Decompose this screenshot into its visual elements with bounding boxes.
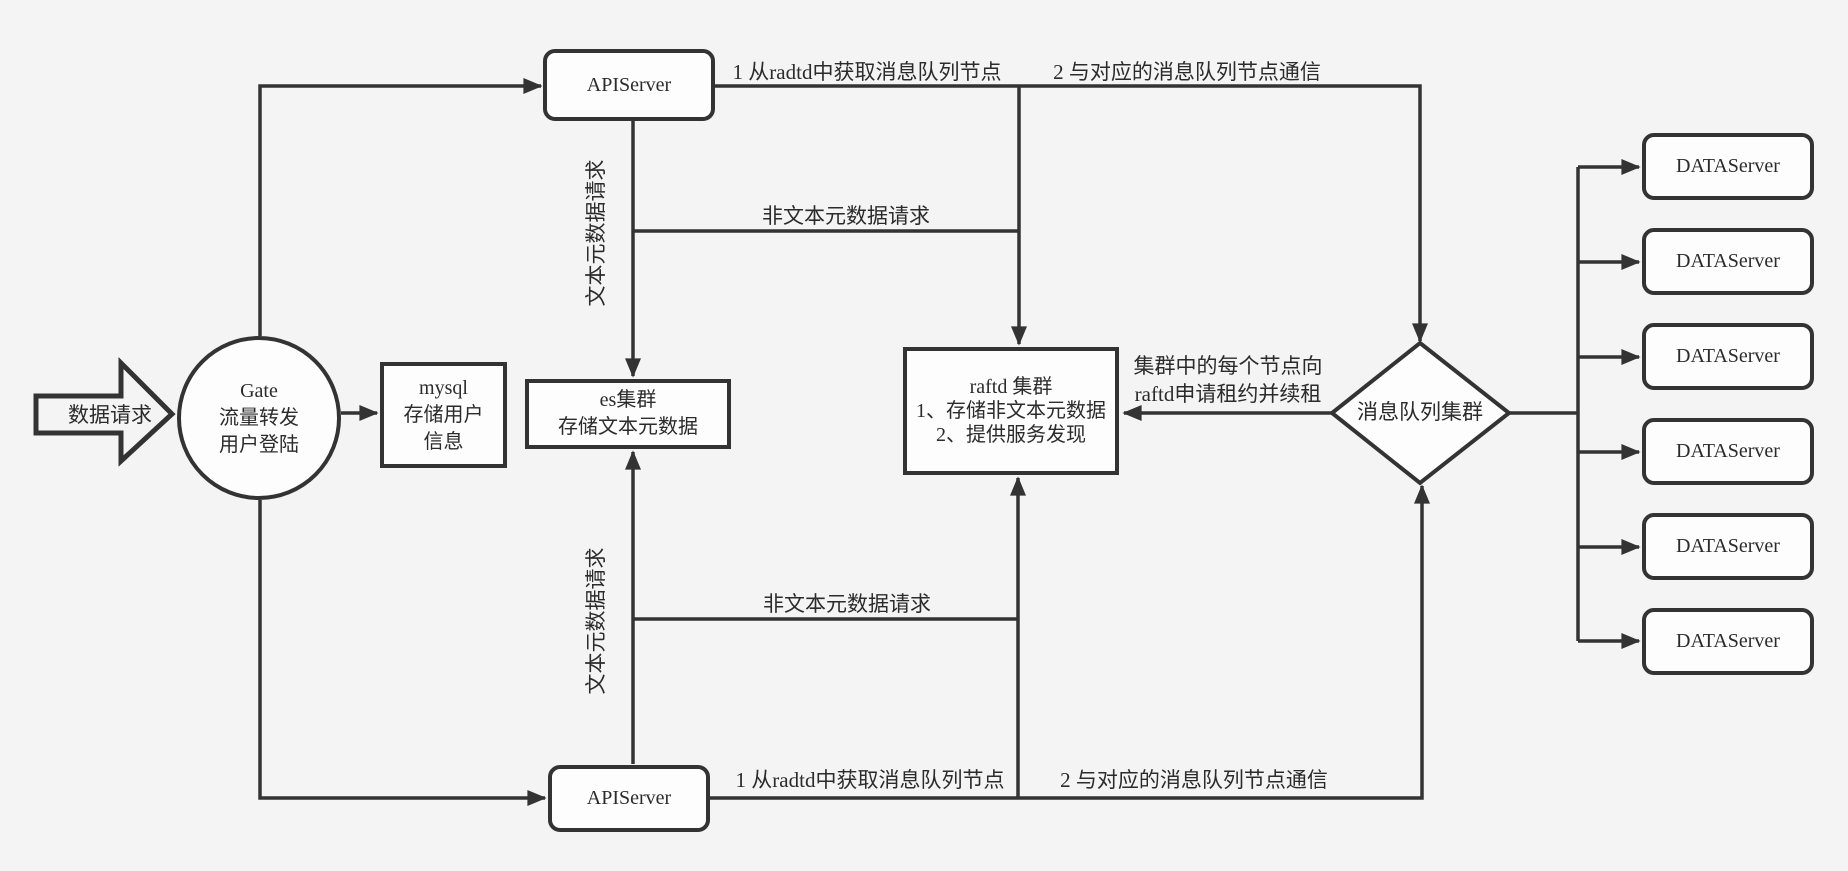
edge-label-bottom-nontext-meta: 非文本元数据请求 [763, 592, 931, 616]
mq-cluster-label: 消息队列集群 [1357, 400, 1483, 424]
request-arrow-shape [33, 356, 176, 467]
dataserver-label: DATAServer [1676, 440, 1780, 462]
edge-label-bottom-communicate: 2 与对应的消息队列节点通信 [1060, 768, 1328, 792]
dataserver-label: DATAServer [1676, 155, 1780, 177]
apiserver-top-label: APIServer [586, 73, 672, 96]
edge-label-top-communicate: 2 与对应的消息队列节点通信 [1053, 60, 1321, 84]
gate-line2: 流量转发 [219, 406, 299, 429]
apiserver-top-node: APIServer [543, 49, 715, 121]
dataserver-node-5: DATAServer [1642, 513, 1814, 580]
dataserver-node-6: DATAServer [1642, 608, 1814, 675]
es-title: es集群 [599, 389, 657, 411]
raftd-cluster-node: raftd 集群 1、存储非文本元数据 2、提供服务发现 [903, 347, 1119, 475]
edge-label-lease-line2: raftd申请租约并续租 [1134, 382, 1322, 406]
dataserver-label: DATAServer [1676, 345, 1780, 367]
mq-cluster-diamond [1328, 340, 1513, 486]
es-cluster-node: es集群 存储文本元数据 [525, 379, 731, 449]
dataserver-node-1: DATAServer [1642, 133, 1814, 200]
dataserver-node-3: DATAServer [1642, 323, 1814, 390]
edge-label-top-text-meta: 文本元数据请求 [584, 159, 608, 307]
apiserver-bottom-node: APIServer [548, 765, 710, 832]
dataserver-label: DATAServer [1676, 630, 1780, 652]
dataserver-node-4: DATAServer [1642, 418, 1814, 485]
apiserver-bottom-label: APIServer [586, 787, 672, 809]
dataserver-label: DATAServer [1676, 250, 1780, 272]
dataserver-node-2: DATAServer [1642, 228, 1814, 295]
es-line2: 存储文本元数据 [558, 416, 698, 438]
edge-label-bottom-fetch-node: 1 从radtd中获取消息队列节点 [735, 768, 1005, 792]
raftd-line2: 1、存储非文本元数据 [916, 400, 1106, 422]
edge-apiserver-bottom-to-diamond [710, 484, 1430, 800]
raftd-line3: 2、提供服务发现 [936, 424, 1086, 446]
edge-label-lease: 集群中的每个节点向 raftd申请租约并续租 [1103, 352, 1353, 408]
request-arrow-label: 数据请求 [68, 403, 152, 427]
edge-gate-to-apiserver-bottom [258, 500, 547, 806]
dataserver-label: DATAServer [1676, 535, 1780, 557]
mysql-line3: 信息 [423, 430, 464, 453]
gate-line3: 用户登陆 [219, 433, 299, 456]
mysql-node: mysql 存储用户 信息 [380, 362, 507, 468]
edge-label-lease-line1: 集群中的每个节点向 [1133, 354, 1323, 378]
gate-node: Gate 流量转发 用户登陆 [177, 336, 341, 500]
edge-label-bottom-text-meta: 文本元数据请求 [584, 547, 608, 695]
gate-title: Gate [240, 379, 278, 402]
edge-label-top-fetch-node: 1 从radtd中获取消息队列节点 [732, 60, 1002, 84]
edge-gate-to-apiserver-top [258, 78, 543, 336]
mysql-line2: 存储用户 [403, 403, 484, 426]
edge-apiserver-top-to-diamond [715, 84, 1428, 343]
raftd-title: raftd 集群 [969, 376, 1053, 398]
edge-label-top-nontext-meta: 非文本元数据请求 [762, 204, 930, 228]
mysql-title: mysql [419, 376, 468, 399]
